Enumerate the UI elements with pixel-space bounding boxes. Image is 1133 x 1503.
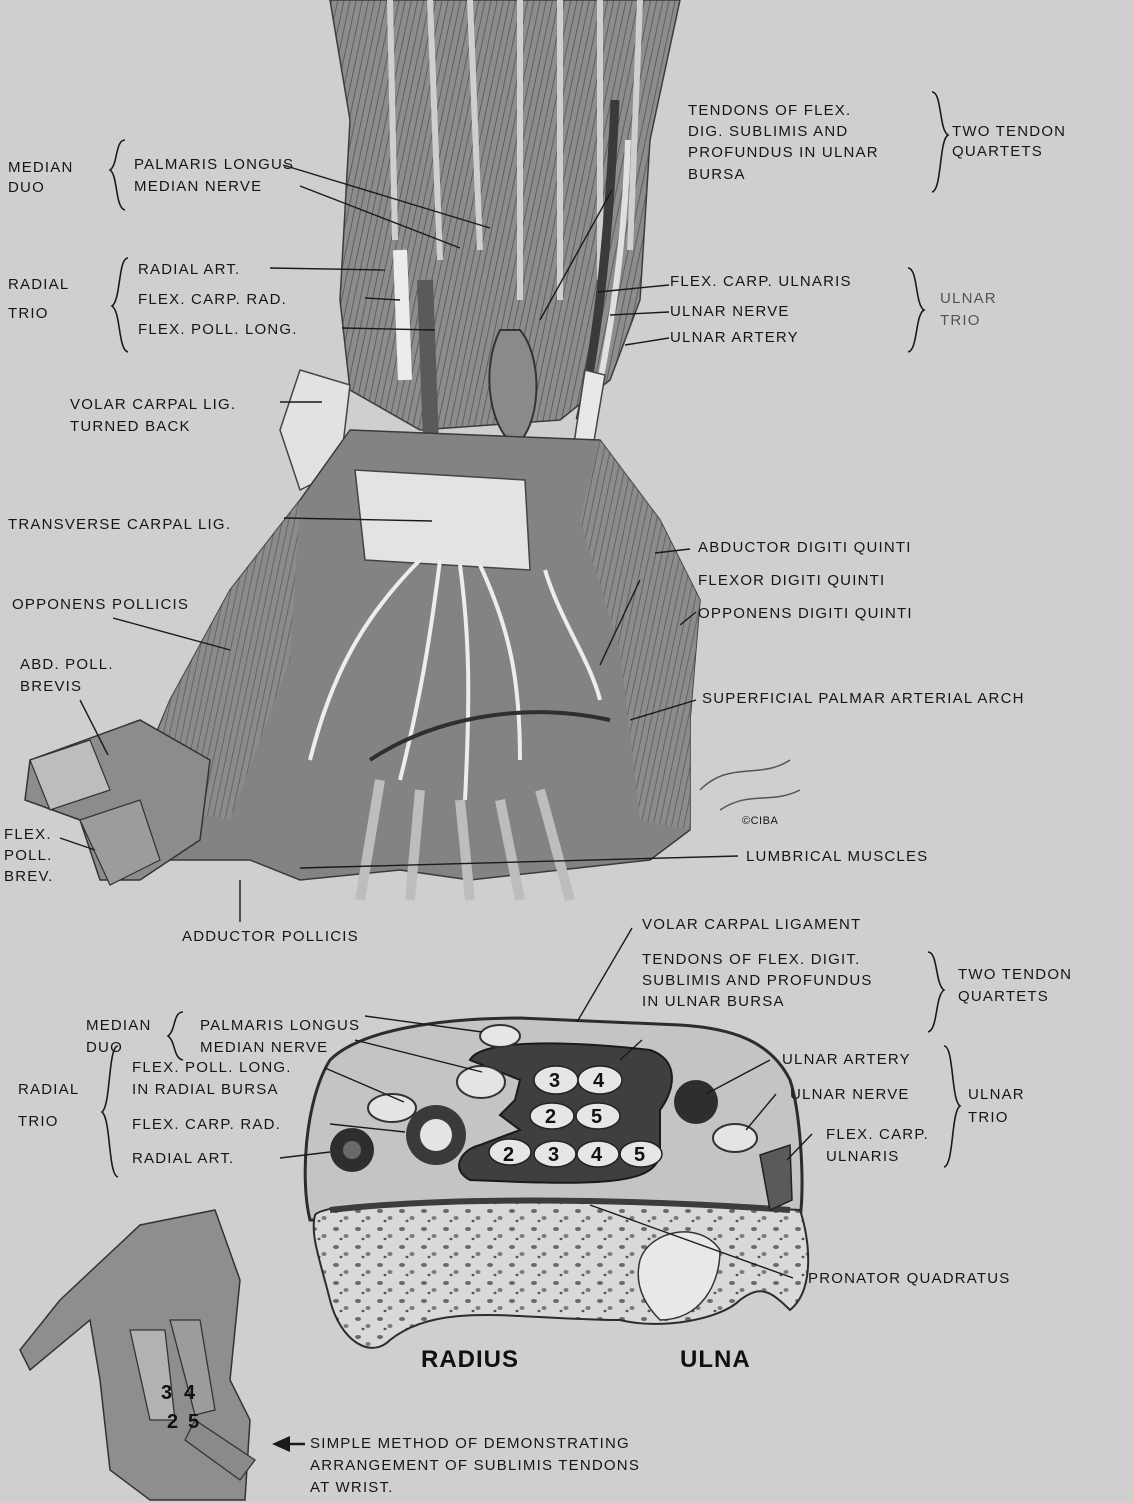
section-radial-trio-group-2: TRIO	[18, 1112, 59, 1131]
quartets-text-2: DIG. SUBLIMIS AND	[688, 122, 848, 141]
quartets-text-4: BURSA	[688, 165, 746, 184]
section-quartets-text-1: TENDONS OF FLEX. DIGIT.	[642, 950, 860, 969]
radius-label: RADIUS	[421, 1350, 519, 1369]
volar-carpal-lig-label-2: TURNED BACK	[70, 417, 191, 436]
section-median-duo-group-1: MEDIAN	[86, 1016, 152, 1035]
section-flex-poll-long-label: FLEX. POLL. LONG.	[132, 1058, 292, 1077]
radial-trio-group-2: TRIO	[8, 304, 49, 323]
ulnar-trio-group-1: ULNAR	[940, 289, 997, 308]
superficial-palmar-arch-label: SUPERFICIAL PALMAR ARTERIAL ARCH	[702, 689, 1025, 708]
volar-carpal-lig-label-1: VOLAR CARPAL LIG.	[70, 395, 236, 414]
lumbrical-muscles-label: LUMBRICAL MUSCLES	[746, 847, 928, 866]
section-flex-carp-rad-label: FLEX. CARP. RAD.	[132, 1115, 281, 1134]
tendon-num-lower-1: 2	[503, 1144, 514, 1166]
abductor-digiti-quinti-label: ABDUCTOR DIGITI QUINTI	[698, 538, 912, 557]
ulnar-trio-group-2: TRIO	[940, 311, 981, 330]
finger-num-3: 3	[161, 1382, 172, 1404]
flex-poll-brev-label-1: FLEX.	[4, 825, 52, 844]
section-median-nerve-label: MEDIAN NERVE	[200, 1038, 328, 1057]
tendon-num-lower-3: 4	[591, 1144, 603, 1166]
quartets-group-1: TWO TENDON	[952, 122, 1066, 141]
median-duo-group-2: DUO	[8, 178, 45, 197]
section-ulnar-trio-group-1: ULNAR	[968, 1085, 1025, 1104]
section-palmaris-longus-label: PALMARIS LONGUS	[200, 1016, 360, 1035]
opponens-pollicis-label: OPPONENS POLLICIS	[12, 595, 189, 614]
flex-carp-rad-label: FLEX. CARP. RAD.	[138, 290, 287, 309]
section-ulnar-nerve-label: ULNAR NERVE	[790, 1085, 910, 1104]
ulna-label: ULNA	[680, 1350, 751, 1369]
section-ulnar-artery-label: ULNAR ARTERY	[782, 1050, 911, 1069]
section-radial-trio-group-1: RADIAL	[18, 1080, 79, 1099]
finger-num-5: 5	[188, 1411, 199, 1433]
flex-carp-ulnaris-label: FLEX. CARP. ULNARIS	[670, 272, 852, 291]
median-nerve-oval	[457, 1066, 505, 1098]
tendon-num-upper-1: 3	[549, 1070, 560, 1092]
flex-poll-brev-label-2: POLL.	[4, 846, 53, 865]
section-radial-bursa-label: IN RADIAL BURSA	[132, 1080, 279, 1099]
caption-line-1: SIMPLE METHOD OF DEMONSTRATING	[310, 1434, 630, 1453]
quartets-text-1: TENDONS OF FLEX.	[688, 101, 851, 120]
caption-line-2: ARRANGEMENT OF SUBLIMIS TENDONS	[310, 1456, 640, 1475]
forearm-palm-drawing	[25, 0, 800, 900]
flex-poll-long-label: FLEX. POLL. LONG.	[138, 320, 298, 339]
pronator-quadratus-label: PRONATOR QUADRATUS	[808, 1269, 1010, 1288]
tendon-num-middle-1: 2	[545, 1106, 556, 1128]
radius-ulna-bones	[314, 1201, 809, 1348]
section-flex-carp-label: FLEX. CARP.	[826, 1125, 929, 1144]
quartets-group-2: QUARTETS	[952, 142, 1043, 161]
hand-demo-drawing: 3 4 2 5	[20, 1210, 255, 1500]
section-quartets-text-3: IN ULNAR BURSA	[642, 992, 785, 1011]
palmaris-longus-label: PALMARIS LONGUS	[134, 155, 294, 174]
palmaris-longus-oval	[480, 1025, 520, 1047]
volar-carpal-ligament-label: VOLAR CARPAL LIGAMENT	[642, 915, 861, 934]
ulnar-nerve-label: ULNAR NERVE	[670, 302, 790, 321]
section-ulnar-trio-group-2: TRIO	[968, 1108, 1009, 1127]
section-ulnaris-label: ULNARIS	[826, 1147, 899, 1166]
quartets-text-3: PROFUNDUS IN ULNAR	[688, 143, 879, 162]
finger-num-2: 2	[167, 1411, 178, 1433]
tendon-num-upper-2: 4	[593, 1070, 605, 1092]
abd-poll-brevis-label-2: BREVIS	[20, 677, 82, 696]
ciba-copyright: ©CIBA	[742, 812, 778, 831]
finger-num-4: 4	[184, 1382, 196, 1404]
section-median-duo-group-2: DUO	[86, 1038, 123, 1057]
radial-art-label: RADIAL ART.	[138, 260, 240, 279]
flex-poll-brev-label-3: BREV.	[4, 867, 54, 886]
ulnar-artery-circle	[674, 1080, 718, 1124]
wrist-cross-section: 3 4 2 5 2 3 4 5	[305, 1018, 808, 1348]
flexor-digiti-quinti-label: FLEXOR DIGITI QUINTI	[698, 571, 885, 590]
median-duo-group-1: MEDIAN	[8, 158, 74, 177]
transverse-carpal-lig-label: TRANSVERSE CARPAL LIG.	[8, 515, 231, 534]
abd-poll-brevis-label-1: ABD. POLL.	[20, 655, 114, 674]
ulnar-artery-label: ULNAR ARTERY	[670, 328, 799, 347]
median-nerve-label: MEDIAN NERVE	[134, 177, 262, 196]
opponens-digiti-quinti-label: OPPONENS DIGITI QUINTI	[698, 604, 913, 623]
radial-trio-group-1: RADIAL	[8, 275, 69, 294]
tendon-num-middle-2: 5	[591, 1106, 602, 1128]
section-quartets-group-1: TWO TENDON	[958, 965, 1072, 984]
adductor-pollicis-label: ADDUCTOR POLLICIS	[182, 927, 359, 946]
tendon-num-lower-4: 5	[634, 1144, 645, 1166]
section-quartets-text-2: SUBLIMIS AND PROFUNDUS	[642, 971, 873, 990]
tendon-num-lower-2: 3	[548, 1144, 559, 1166]
section-quartets-group-2: QUARTETS	[958, 987, 1049, 1006]
ulnar-nerve-oval	[713, 1124, 757, 1152]
caption-line-3: AT WRIST.	[310, 1478, 394, 1497]
caption-arrow	[272, 1436, 305, 1452]
section-radial-art-label: RADIAL ART.	[132, 1149, 234, 1168]
